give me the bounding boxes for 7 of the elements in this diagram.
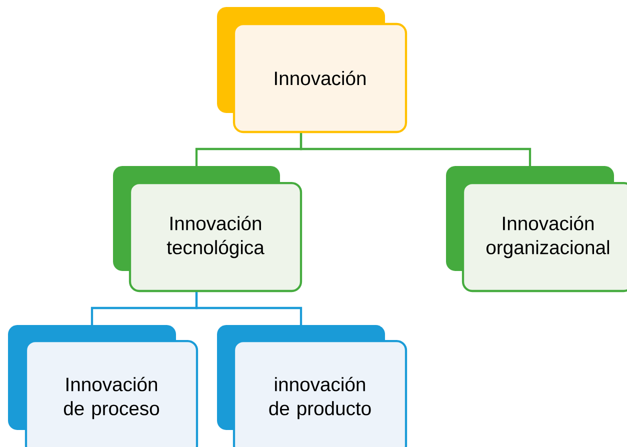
card-box: Innovación	[217, 7, 408, 134]
card-box: Innovación de proceso	[8, 325, 198, 447]
card-box: Innovación tecnológica	[113, 166, 302, 292]
card-box: innovación de producto	[217, 325, 408, 447]
connector	[195, 292, 302, 325]
connector	[300, 133, 532, 166]
card-box: Innovación organizacional	[446, 166, 627, 292]
